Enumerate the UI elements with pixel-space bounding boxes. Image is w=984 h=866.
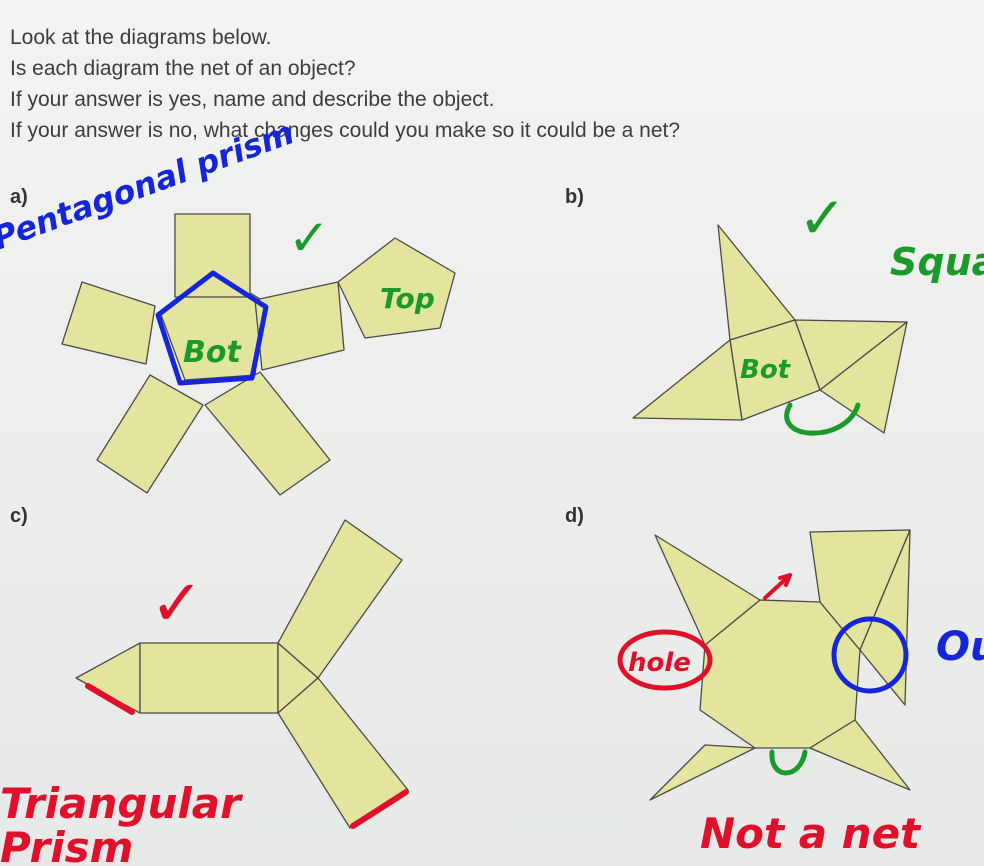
net-c-name-line1: Triangular — [0, 779, 243, 828]
net-c-check-icon: ✓ — [150, 567, 204, 641]
net-d-green-arrow — [769, 749, 808, 776]
net-d-triangle-right — [859, 529, 911, 706]
net-d-triangle-lower-left — [649, 744, 756, 801]
net-a-top-label: Top — [380, 282, 435, 315]
net-d-red-arrow — [763, 573, 792, 600]
instruction-line-2: Is each diagram the net of an object? — [10, 57, 356, 80]
net-a-rect-lower-right — [204, 371, 331, 496]
part-d-label: d) — [565, 505, 584, 527]
net-d-out-circle — [831, 616, 909, 694]
net-a-rect-top — [174, 213, 251, 298]
instructions: Look at the diagrams below. Is each diag… — [10, 22, 970, 146]
net-d-triangle-lower-right — [809, 719, 911, 791]
net-c-rect-center — [139, 642, 279, 714]
net-a-blue-pentagon-outline — [155, 270, 269, 386]
net-b-name-label: Square pyramid — [890, 240, 984, 284]
net-d — [649, 529, 911, 801]
net-a-bot-label: Bot — [183, 335, 242, 370]
net-b-check-icon: ✓ — [798, 184, 847, 252]
net-c-triangle-end — [75, 642, 141, 714]
net-d-hole-circle — [617, 629, 713, 691]
net-a — [61, 213, 456, 496]
part-b-label: b) — [565, 186, 584, 208]
net-d-triangle-upper-left — [654, 534, 761, 646]
net-d-hole-label: hole — [628, 648, 691, 678]
net-d-verdict-label: Not a net — [700, 809, 922, 858]
net-b — [632, 224, 908, 434]
net-c-edge-mark-left — [85, 683, 135, 715]
instruction-line-4: If your answer is no, what changes could… — [10, 119, 681, 142]
net-b-triangle-left — [632, 339, 743, 421]
net-c — [75, 519, 409, 829]
net-a-pentagon-top — [337, 237, 456, 339]
net-a-name-label: Pentagonal prism — [0, 113, 299, 257]
net-b-triangle-far-right — [819, 321, 908, 434]
net-c-rect-upper — [277, 519, 403, 679]
part-a-label: a) — [10, 186, 28, 208]
net-c-edge-mark-right — [350, 789, 409, 829]
net-b-bot-label: Bot — [740, 355, 792, 385]
net-b-rotate-arrow — [784, 402, 861, 436]
net-d-out-label: Out — [936, 624, 984, 670]
net-a-rect-left — [61, 281, 156, 365]
instruction-line-3: If your answer is yes, name and describe… — [10, 88, 495, 111]
instruction-line-1: Look at the diagrams below. — [10, 26, 272, 49]
net-a-rect-lower-left — [96, 374, 204, 494]
net-a-rect-right — [254, 281, 345, 371]
part-c-label: c) — [10, 505, 28, 527]
net-c-name-line2: Prism — [0, 823, 133, 866]
net-a-check-icon: ✓ — [288, 209, 330, 267]
net-b-triangle-top — [717, 224, 796, 341]
